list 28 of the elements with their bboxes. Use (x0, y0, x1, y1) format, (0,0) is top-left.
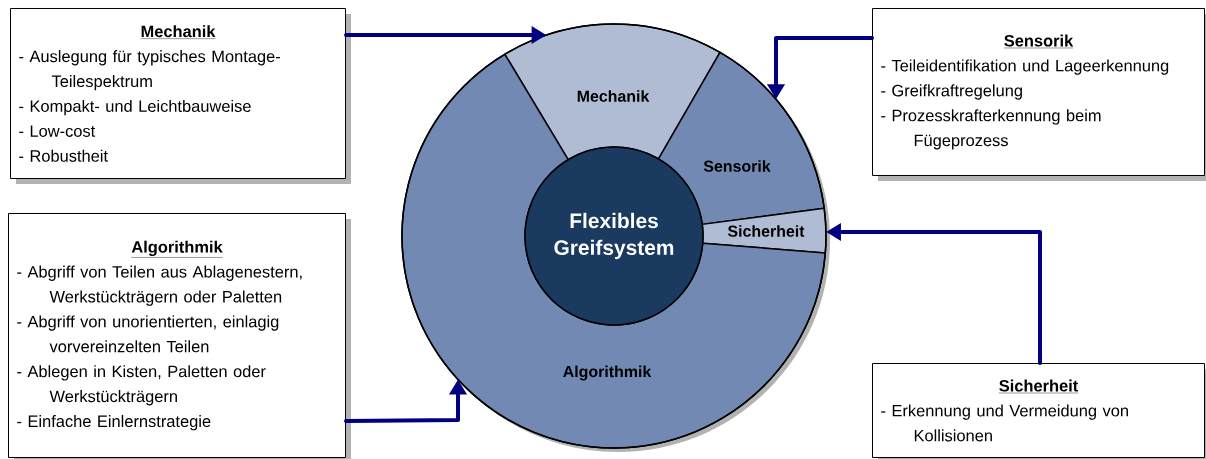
list-item: - Erkennung und Vermeidung von Kollisionen (881, 404, 1128, 442)
list-item: - Low-cost (19, 125, 96, 137)
segment-label: Mechanik (577, 90, 650, 102)
text-box (10, 8, 351, 184)
segment-label: Sicherheit (727, 225, 805, 237)
pie-segment (504, 23, 721, 161)
center-circle (524, 146, 704, 326)
box-heading: Mechanik (140, 25, 216, 39)
list-item: - Ablegen in Kisten, Paletten oder Werkstückträgern (17, 365, 266, 406)
list-item: - Prozesskrafterkennung beim Fügeprozess (881, 109, 1101, 150)
list-item: - Robustheit (19, 149, 108, 162)
box-heading: Algorithmik (131, 240, 223, 258)
text-box (872, 8, 1206, 181)
text-box (8, 213, 351, 459)
list-item: - Greifkraftregelung (881, 84, 1022, 100)
list-item: - Einfache Einlernstrategie (17, 415, 211, 431)
pie-segment (657, 51, 825, 226)
segment-label: Algorithmik (563, 365, 652, 381)
box-heading: Sicherheit (998, 379, 1079, 394)
list-item: - Teileidentifikation und Lageerkennung (881, 59, 1169, 75)
list-item: - Auslegung für typisches Montage-Teilespektrum (19, 50, 280, 91)
list-item: - Kompakt- und Leichtbauweise (19, 99, 251, 116)
text-box (872, 363, 1206, 459)
list-item: - Abgriff von Teilen aus Ablagenestern, Werkstückträgern oder Paletten (17, 265, 302, 306)
segment-label: Sensorik (703, 160, 771, 172)
box-heading: Sensorik (1003, 34, 1074, 49)
center-label: Flexibles Greifsystem (554, 212, 674, 260)
list-item: - Abgriff von unorientierten, einlagig vorvereinzelten Teilen (17, 315, 279, 353)
